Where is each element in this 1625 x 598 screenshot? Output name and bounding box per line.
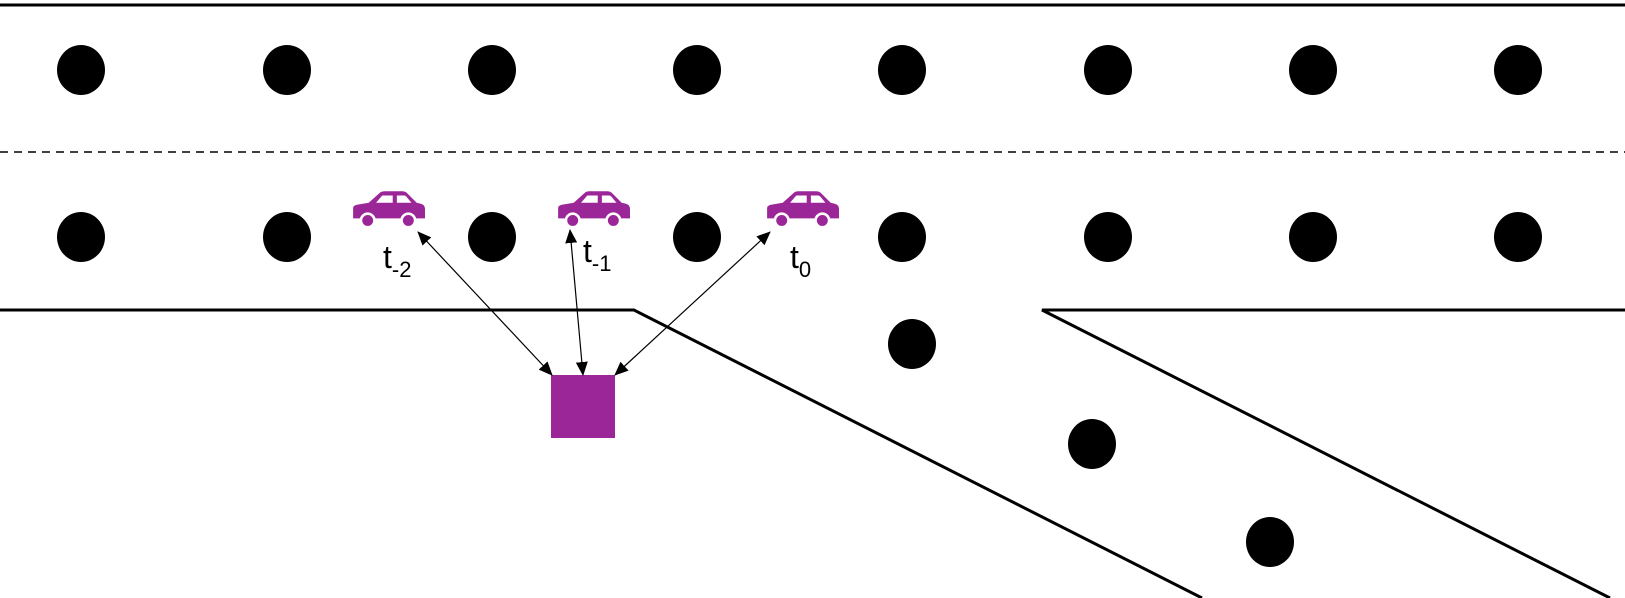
road-marker-dot <box>878 45 926 95</box>
road-marker-dot <box>468 212 516 262</box>
road-marker-dot <box>1246 517 1294 567</box>
svg-text:t0: t0 <box>790 239 811 282</box>
car-icon <box>765 190 839 228</box>
road-marker-dot <box>1494 45 1542 95</box>
road-marker-dot <box>57 45 105 95</box>
road-bottom-edge-left <box>0 308 1203 598</box>
svg-text:t-1: t-1 <box>583 233 611 276</box>
road-bottom-edge-right <box>1041 308 1625 598</box>
link-arrow-t-2 <box>417 231 553 376</box>
road-marker-dot <box>1289 45 1337 95</box>
road-marker-dot <box>888 319 936 369</box>
road-marker-dot <box>1289 212 1337 262</box>
road-marker-dot <box>673 212 721 262</box>
roadside-unit <box>551 375 615 438</box>
road-marker-dot <box>1494 212 1542 262</box>
road-markers <box>57 45 1542 567</box>
vehicle-subscript: -1 <box>592 251 612 276</box>
road-marker-dot <box>878 212 926 262</box>
road-marker-dot <box>1084 45 1132 95</box>
road-marker-dot <box>57 212 105 262</box>
vehicle-label: t <box>583 233 592 269</box>
vehicle-subscript: 0 <box>799 257 811 282</box>
link-arrow-t-1 <box>565 229 588 376</box>
road-marker-dot <box>1084 212 1132 262</box>
link-arrow-t0 <box>614 231 771 376</box>
svg-text:t-2: t-2 <box>383 239 411 282</box>
road-marker-dot <box>263 212 311 262</box>
road-marker-dot <box>468 45 516 95</box>
vehicle-t-2: t-2 <box>351 190 425 282</box>
vehicle-t0: t0 <box>765 190 839 282</box>
road-marker-dot <box>1068 419 1116 469</box>
road-marker-dot <box>263 45 311 95</box>
car-icon <box>351 190 425 228</box>
vehicle-subscript: -2 <box>392 257 412 282</box>
vehicle-t-1: t-1 <box>556 190 630 276</box>
car-icon <box>556 190 630 228</box>
vehicle-label: t <box>383 239 392 275</box>
vehicle-label: t <box>790 239 799 275</box>
road-marker-dot <box>673 45 721 95</box>
